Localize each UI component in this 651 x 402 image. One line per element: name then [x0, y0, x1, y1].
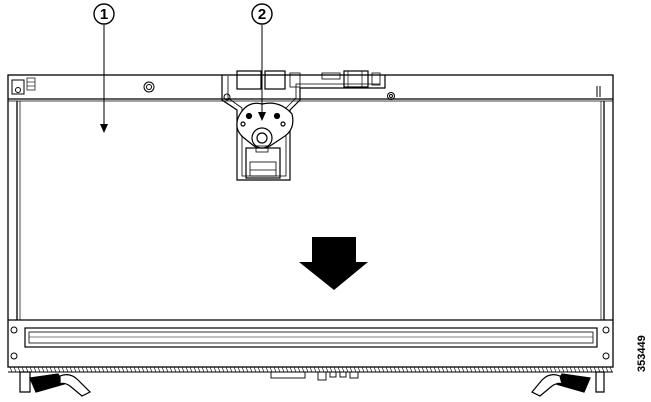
screw-icon [10, 326, 610, 360]
ejector-lever-left [19, 371, 92, 397]
lever-icon [236, 102, 294, 153]
screw-icon [223, 93, 231, 101]
callout-number: 2 [258, 6, 266, 23]
down-arrow-icon [299, 237, 368, 290]
bottom-connectors [270, 371, 359, 381]
callout-number: 1 [100, 6, 108, 23]
corner-marks [596, 86, 601, 97]
screw-icon [387, 92, 395, 100]
chassis-frame [7, 74, 614, 368]
screw-icon [143, 81, 155, 93]
bottom-rail [8, 366, 613, 373]
callout-1: 1 [93, 3, 115, 133]
latch-bracket [221, 70, 386, 181]
callout-2: 2 [251, 3, 273, 121]
ejector-lever-right [531, 371, 605, 397]
front-handle-bar [24, 327, 598, 348]
figure-id: 353449 [636, 335, 648, 372]
status-led-block [11, 77, 36, 95]
